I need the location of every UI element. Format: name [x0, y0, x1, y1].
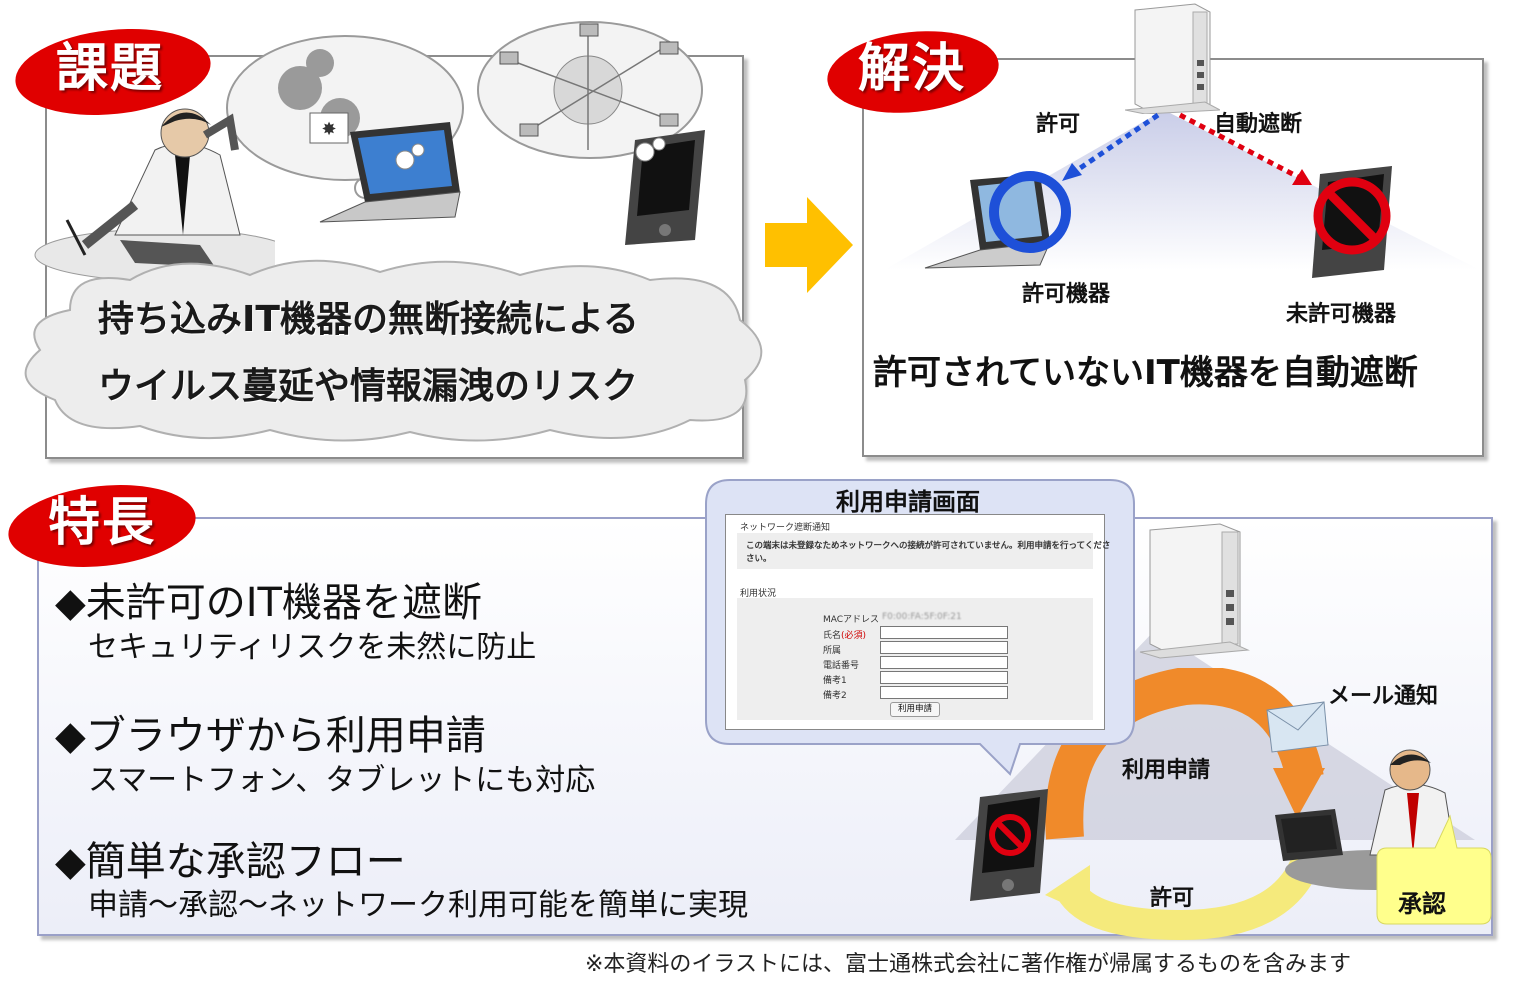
footnote: ※本資料のイラストには、富士通株式会社に著作権が帰属するものを含みます [585, 952, 1351, 977]
allowed-laptop-illustration [924, 171, 1071, 269]
allowed-device-label: 許可機器 [1022, 282, 1111, 307]
unallowed-device-label: 未許可機器 [1286, 302, 1397, 327]
dept-field[interactable] [880, 641, 1008, 654]
notice-header: ネットワーク遮断通知 [740, 523, 831, 533]
smartphone-illustration [625, 130, 705, 245]
phone-label: 電話番号 [823, 661, 860, 671]
right-arrow-icon [765, 197, 853, 293]
approve-label: 承認 [1398, 890, 1446, 918]
notice-text-1: この端末は未登録なためネットワークへの接続が許可されていません。利用申請を行って… [746, 541, 1111, 551]
notice-box [737, 533, 1093, 569]
mac-value: F0:00:FA:5F:0F:21 [882, 612, 962, 622]
feature-heading-3: ◆簡単な承認フロー [55, 839, 406, 885]
mac-label: MACアドレス [823, 615, 880, 625]
feature-heading-2: ◆ブラウザから利用申請 [55, 713, 486, 759]
status-header: 利用状況 [740, 589, 777, 599]
name-field[interactable] [880, 626, 1008, 639]
notice-text-2: さい。 [746, 554, 772, 564]
feature-sub-3: 申請～承認～ネットワーク利用可能を簡単に実現 [88, 888, 748, 923]
network-thought-cloud [477, 21, 703, 159]
feature-heading-1: ◆未許可のIT機器を遮断 [55, 580, 482, 626]
solution-badge: 解決 [818, 24, 1028, 124]
allow-flow-arrow [1045, 845, 1325, 940]
mail-notice-label: メール通知 [1328, 684, 1439, 709]
solution-summary: 許可されていないIT機器を自動遮断 [873, 353, 1418, 393]
apply-label: 利用申請 [1122, 758, 1211, 783]
approve-callout-shape [1376, 814, 1492, 925]
server-appliance-illustration-2 [1139, 523, 1250, 659]
flow-allow-label: 許可 [1150, 886, 1195, 911]
name-label: 氏名(必須) [823, 631, 867, 641]
note1-field[interactable] [880, 671, 1008, 684]
note2-field[interactable] [880, 686, 1008, 699]
problem-line-2: ウイルス蔓延や情報漏洩のリスク [98, 366, 639, 407]
allow-label: 許可 [1036, 112, 1081, 137]
apply-submit-button[interactable]: 利用申請 [890, 702, 940, 717]
blocked-device-illustration [1312, 166, 1392, 278]
laptop-illustration [319, 122, 461, 223]
dept-label: 所属 [823, 646, 842, 656]
blocked-smartphone-illustration [970, 789, 1048, 901]
screen-title: 利用申請画面 [836, 488, 980, 516]
problem-badge: 課題 [10, 24, 220, 124]
server-appliance-illustration [1125, 3, 1220, 114]
note2-label: 備考2 [823, 691, 847, 701]
note1-label: 備考1 [823, 676, 847, 686]
feature-sub-1: セキュリティリスクを未然に防止 [88, 630, 537, 665]
phone-field[interactable] [880, 656, 1008, 669]
mail-envelope-icon [1266, 701, 1329, 753]
problem-statement-cloud [24, 259, 763, 442]
problem-line-1: 持ち込みIT機器の無断接続による [98, 299, 639, 340]
required-mark: (必須) [841, 631, 867, 641]
connection-arrows [1062, 112, 1312, 185]
auto-block-label: 自動遮断 [1214, 112, 1303, 137]
worried-man-illustration [34, 108, 275, 282]
svg-text:✸: ✸ [321, 119, 336, 140]
feature-sub-2: スマートフォン、タブレットにも対応 [88, 763, 596, 798]
features-badge: 特長 [2, 478, 212, 578]
